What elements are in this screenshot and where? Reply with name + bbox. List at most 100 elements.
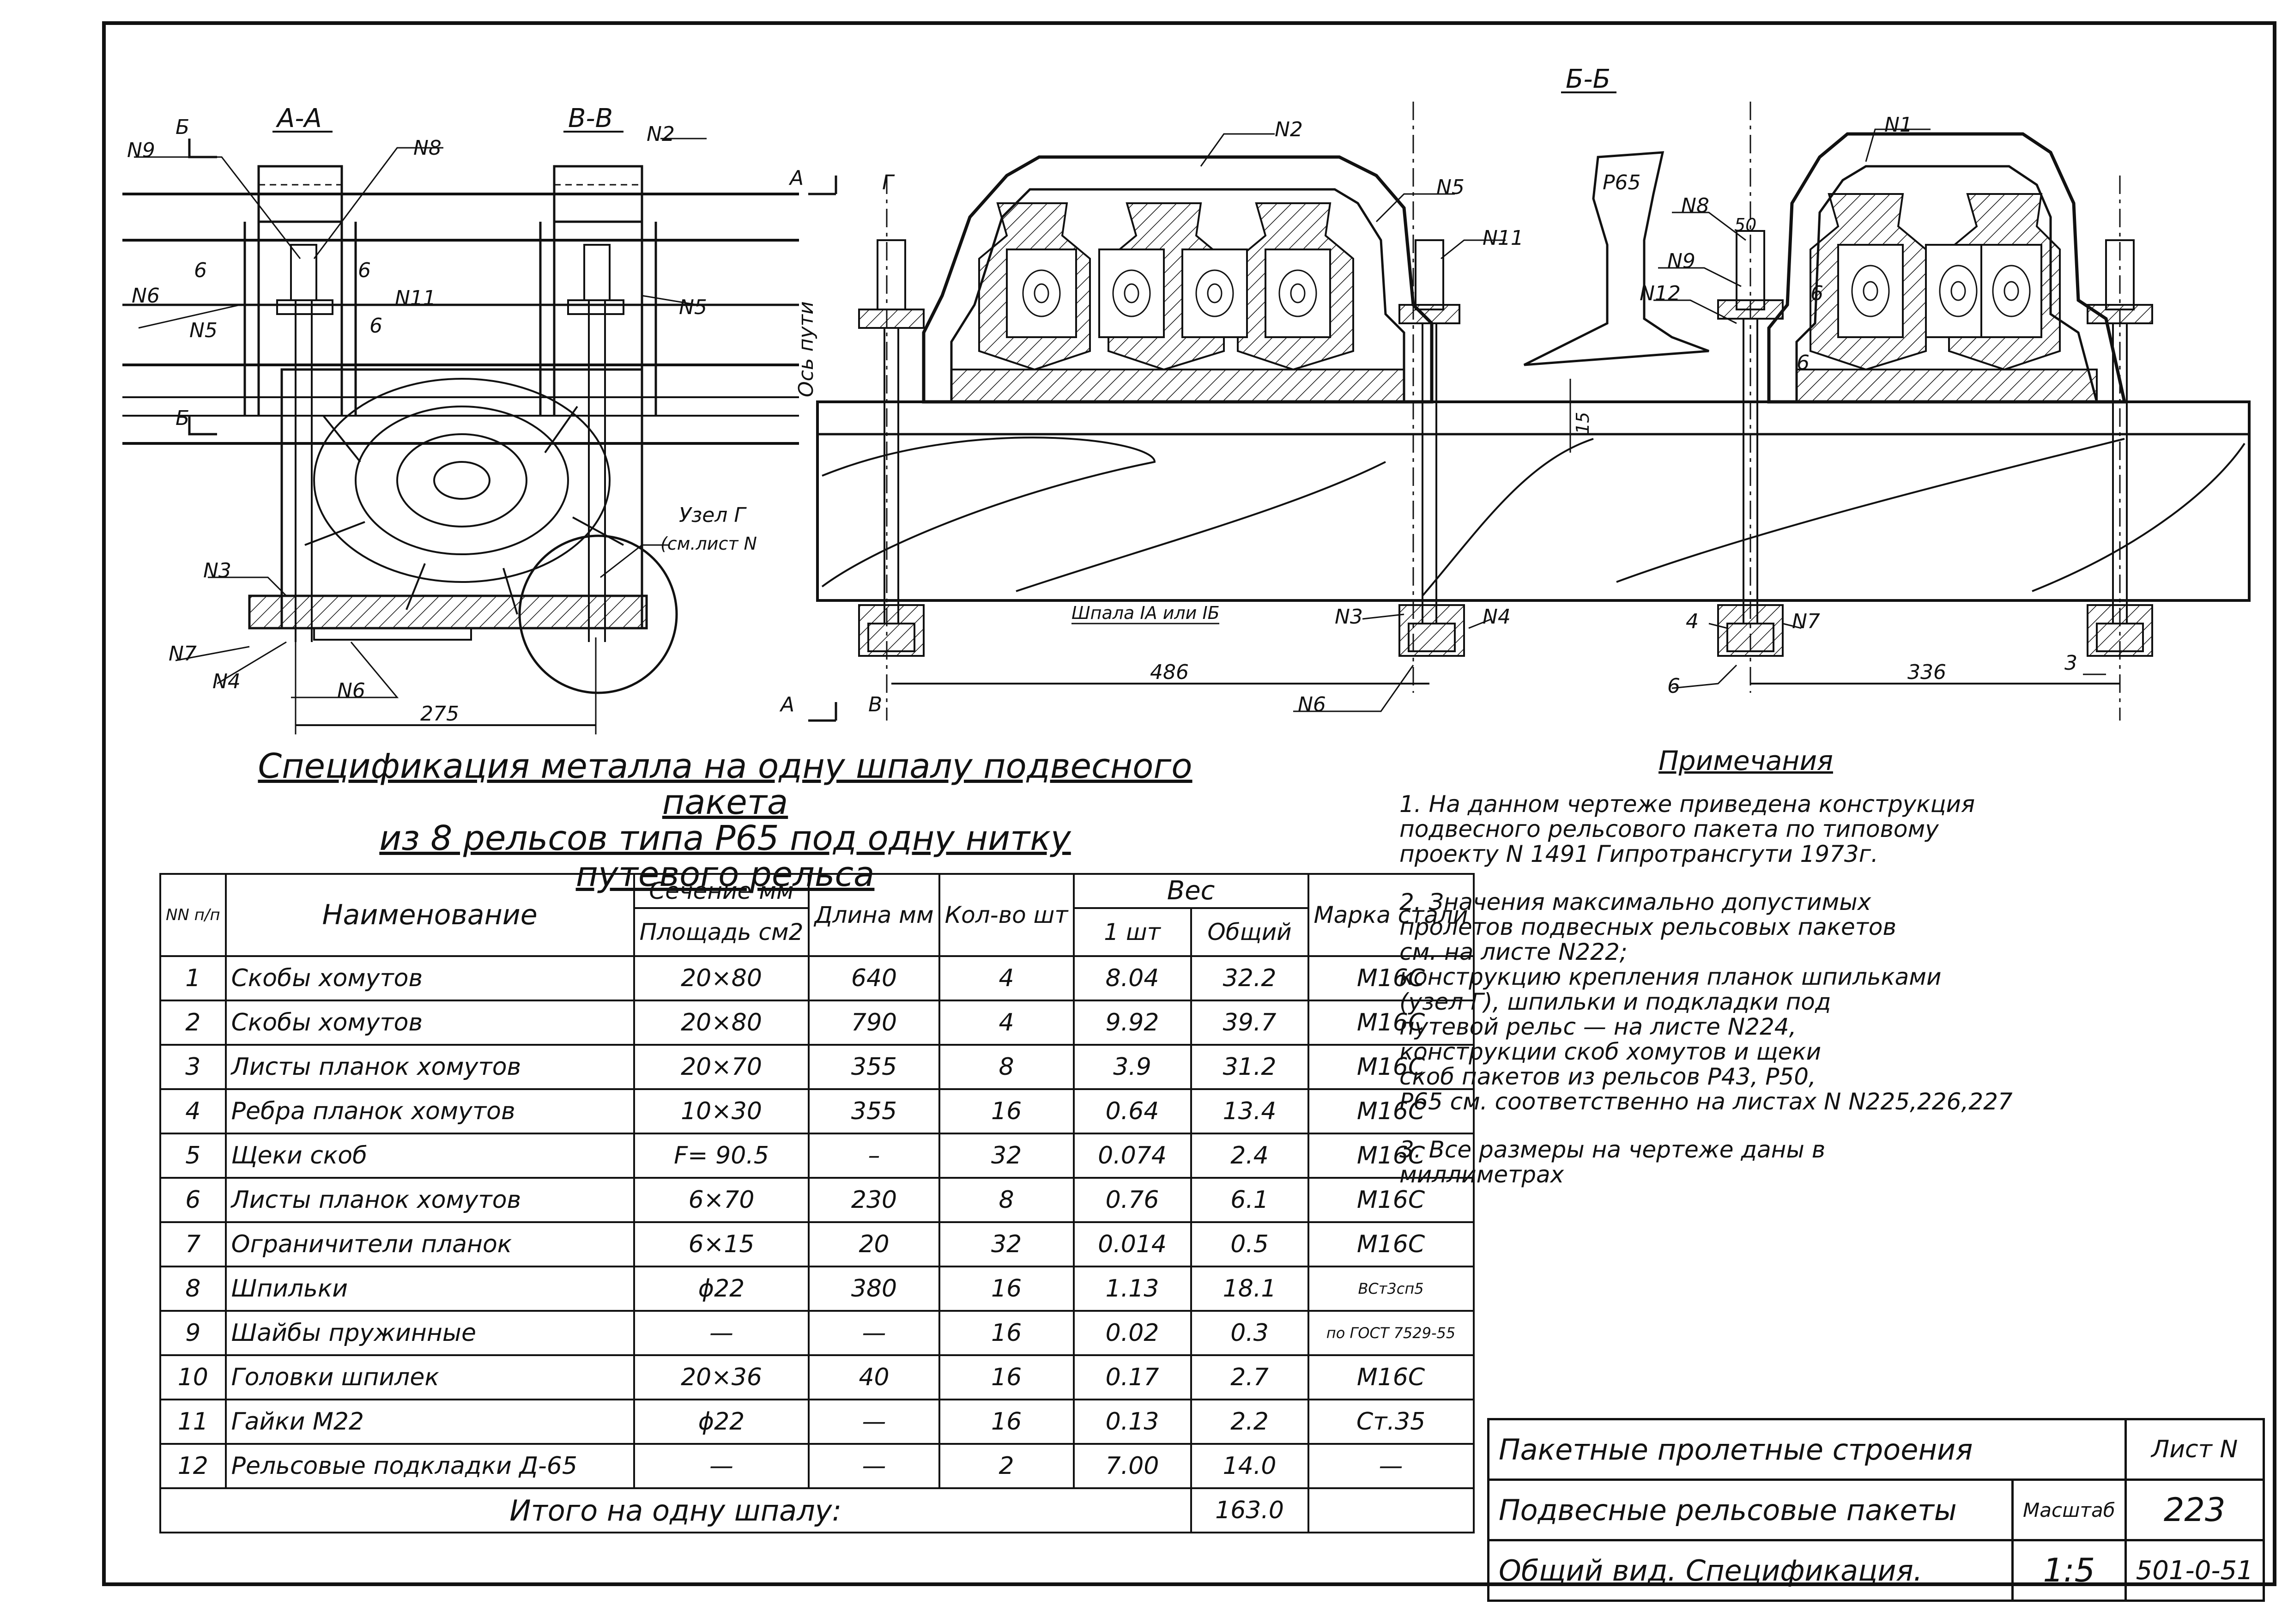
spec-cell-n: 2 xyxy=(159,1000,227,1046)
spec-cell-steel: М16С xyxy=(1307,1354,1475,1400)
title-block-row1: Пакетные пролетные строения xyxy=(1487,1418,2127,1481)
label-b-top: Б xyxy=(176,115,189,139)
spec-cell-wt: 14.0 xyxy=(1190,1443,1309,1489)
rail-cross-sections-right xyxy=(1810,193,2061,371)
spec-cell-w1: 1.13 xyxy=(1072,1266,1192,1312)
spec-cell-name: Скобы хомутов xyxy=(224,1000,635,1046)
title-block-row2: Подвесные рельсовые пакеты xyxy=(1487,1479,2014,1541)
dim-486: 486 xyxy=(1150,661,1189,684)
label-n4-left: N4 xyxy=(212,670,241,693)
spec-cell-len: – xyxy=(808,1133,940,1179)
dim-50: 50 xyxy=(1734,215,1756,235)
spec-cell-steel: М16С xyxy=(1307,1177,1475,1223)
spec-cell-n: 6 xyxy=(159,1177,227,1223)
spec-cell-name: Ограничители планок xyxy=(224,1221,635,1267)
sheet-number: 223 xyxy=(2124,1479,2265,1541)
spec-cell-qty: 2 xyxy=(938,1443,1075,1489)
label-a-top: А xyxy=(788,166,804,190)
spec-cell-wt: 2.7 xyxy=(1190,1354,1309,1400)
spec-cell-steel: — xyxy=(1307,1443,1475,1489)
spec-cell-w1: 0.13 xyxy=(1072,1399,1192,1445)
spec-cell-w1: 0.64 xyxy=(1072,1088,1192,1134)
spec-cell-qty: 32 xyxy=(938,1221,1075,1267)
spec-cell-steel: М16С xyxy=(1307,1221,1475,1267)
spec-cell-n: 5 xyxy=(159,1133,227,1179)
spec-cell-w1: 0.17 xyxy=(1072,1354,1192,1400)
spec-cell-name: Щеки скоб xyxy=(224,1133,635,1179)
label-section-bb: Б-Б xyxy=(1566,64,1610,94)
label-n2-bb: N2 xyxy=(1275,118,1303,141)
label-v: В xyxy=(868,693,882,716)
label-sleeper: Шпала IА или IБ xyxy=(1071,603,1220,623)
col-area: Площадь см2 xyxy=(633,907,810,957)
spec-cell-len: — xyxy=(808,1399,940,1445)
spec-cell-w1: 3.9 xyxy=(1072,1044,1192,1090)
spec-cell-n: 8 xyxy=(159,1266,227,1312)
label-6-a: 6 xyxy=(194,259,207,282)
col-wt: Общий xyxy=(1190,907,1309,957)
spec-title-line-1: Спецификация металла на одну шпалу подве… xyxy=(258,746,1192,822)
scale-value: 1:5 xyxy=(2011,1539,2127,1602)
spec-cell-sec: 20×80 xyxy=(633,955,810,1001)
label-n9-bb: N9 xyxy=(1667,249,1695,273)
spec-cell-len: 20 xyxy=(808,1221,940,1267)
spec-cell-w1: 0.014 xyxy=(1072,1221,1192,1267)
spec-total-empty xyxy=(1307,1487,1475,1533)
spec-cell-name: Скобы хомутов xyxy=(224,955,635,1001)
spec-cell-n: 1 xyxy=(159,955,227,1001)
spec-cell-n: 10 xyxy=(159,1354,227,1400)
title-block-row3: Общий вид. Спецификация. xyxy=(1487,1539,2014,1602)
label-b-bottom: Б xyxy=(176,406,189,430)
label-n5-left: N5 xyxy=(189,319,218,342)
spec-cell-qty: 16 xyxy=(938,1399,1075,1445)
spec-cell-wt: 31.2 xyxy=(1190,1044,1309,1090)
spec-cell-w1: 9.92 xyxy=(1072,1000,1192,1046)
col-qty: Кол-во шт xyxy=(938,873,1075,957)
spec-cell-name: Шпильки xyxy=(224,1266,635,1312)
label-g: Г xyxy=(882,171,895,194)
label-n6-left: N6 xyxy=(132,284,160,308)
spec-cell-wt: 0.3 xyxy=(1190,1310,1309,1356)
spec-cell-steel: М16С xyxy=(1307,955,1475,1001)
spec-total-row: Итого на одну шпалу: 163.0 xyxy=(159,1487,1475,1533)
col-steel: Марка стали xyxy=(1307,873,1475,957)
spec-cell-qty: 4 xyxy=(938,955,1075,1001)
spec-cell-wt: 6.1 xyxy=(1190,1177,1309,1223)
spec-cell-w1: 0.02 xyxy=(1072,1310,1192,1356)
spec-cell-wt: 0.5 xyxy=(1190,1221,1309,1267)
view-section-bb: Б-Б xyxy=(779,64,2251,722)
spec-cell-qty: 8 xyxy=(938,1177,1075,1223)
spec-cell-sec: 6×15 xyxy=(633,1221,810,1267)
spec-cell-len: 380 xyxy=(808,1266,940,1312)
col-section: Сечение мм xyxy=(633,873,810,909)
spec-cell-len: 40 xyxy=(808,1354,940,1400)
spec-cell-qty: 8 xyxy=(938,1044,1075,1090)
spec-cell-wt: 18.1 xyxy=(1190,1266,1309,1312)
label-6-b: 6 xyxy=(358,259,371,282)
spec-cell-name: Ребра планок хомутов xyxy=(224,1088,635,1134)
spec-cell-qty: 16 xyxy=(938,1266,1075,1312)
spec-total-label: Итого на одну шпалу: xyxy=(159,1487,1192,1533)
spec-cell-w1: 0.76 xyxy=(1072,1177,1192,1223)
spec-cell-n: 3 xyxy=(159,1044,227,1090)
label-6-bb-c: 6 xyxy=(1667,674,1680,698)
view-section-aa-vv: А-А В-В Б Б N9 N8 N2 N6 N5 N11 N5 6 6 6 … xyxy=(122,103,799,734)
spec-cell-sec: — xyxy=(633,1310,810,1356)
spec-cell-name: Листы планок хомутов xyxy=(224,1044,635,1090)
spec-cell-wt: 2.4 xyxy=(1190,1133,1309,1179)
col-nn: NN п/п xyxy=(159,873,227,957)
label-n11-bb: N11 xyxy=(1483,226,1524,250)
spec-cell-qty: 16 xyxy=(938,1310,1075,1356)
spec-cell-len: 230 xyxy=(808,1177,940,1223)
label-track-axis: Ось пути xyxy=(794,301,818,397)
label-node-ref: (см.лист N xyxy=(660,533,757,554)
